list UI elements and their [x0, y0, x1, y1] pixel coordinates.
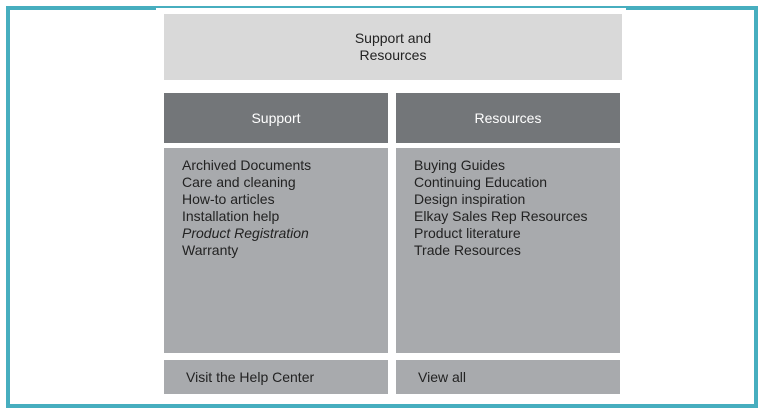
support-links-panel: Archived Documents Care and cleaning How…: [164, 148, 388, 353]
support-title: Support: [251, 110, 301, 126]
resources-link-continuing-education[interactable]: Continuing Education: [414, 174, 548, 190]
support-link-care-and-cleaning[interactable]: Care and cleaning: [182, 174, 296, 190]
header-line-2: Resources: [359, 47, 427, 63]
support-column-header: Support: [164, 93, 388, 143]
resources-link-design-inspiration[interactable]: Design inspiration: [414, 191, 526, 207]
header-line-1: Support and: [354, 30, 432, 46]
resources-links-list: Buying Guides Continuing Education Desig…: [414, 157, 620, 259]
resources-link-buying-guides[interactable]: Buying Guides: [414, 157, 506, 173]
view-all-label: View all: [418, 369, 466, 385]
resources-column-header: Resources: [396, 93, 620, 143]
visit-help-center-label: Visit the Help Center: [186, 369, 315, 385]
resources-link-elkay-sales-rep-resources[interactable]: Elkay Sales Rep Resources: [414, 208, 588, 224]
view-all-resources-link[interactable]: View all: [396, 360, 620, 394]
support-link-archived-documents[interactable]: Archived Documents: [182, 157, 312, 173]
resources-link-product-literature[interactable]: Product literature: [414, 225, 521, 241]
resources-links-panel: Buying Guides Continuing Education Desig…: [396, 148, 620, 353]
resources-link-trade-resources[interactable]: Trade Resources: [414, 242, 521, 258]
visit-help-center-link[interactable]: Visit the Help Center: [164, 360, 388, 394]
resources-title: Resources: [474, 110, 542, 126]
support-and-resources-header: Support and Resources: [164, 14, 622, 80]
support-links-list: Archived Documents Care and cleaning How…: [182, 157, 388, 259]
support-link-warranty[interactable]: Warranty: [182, 242, 239, 258]
support-link-how-to-articles[interactable]: How-to articles: [182, 191, 275, 207]
support-link-installation-help[interactable]: Installation help: [182, 208, 280, 224]
support-link-product-registration[interactable]: Product Registration: [182, 225, 309, 241]
